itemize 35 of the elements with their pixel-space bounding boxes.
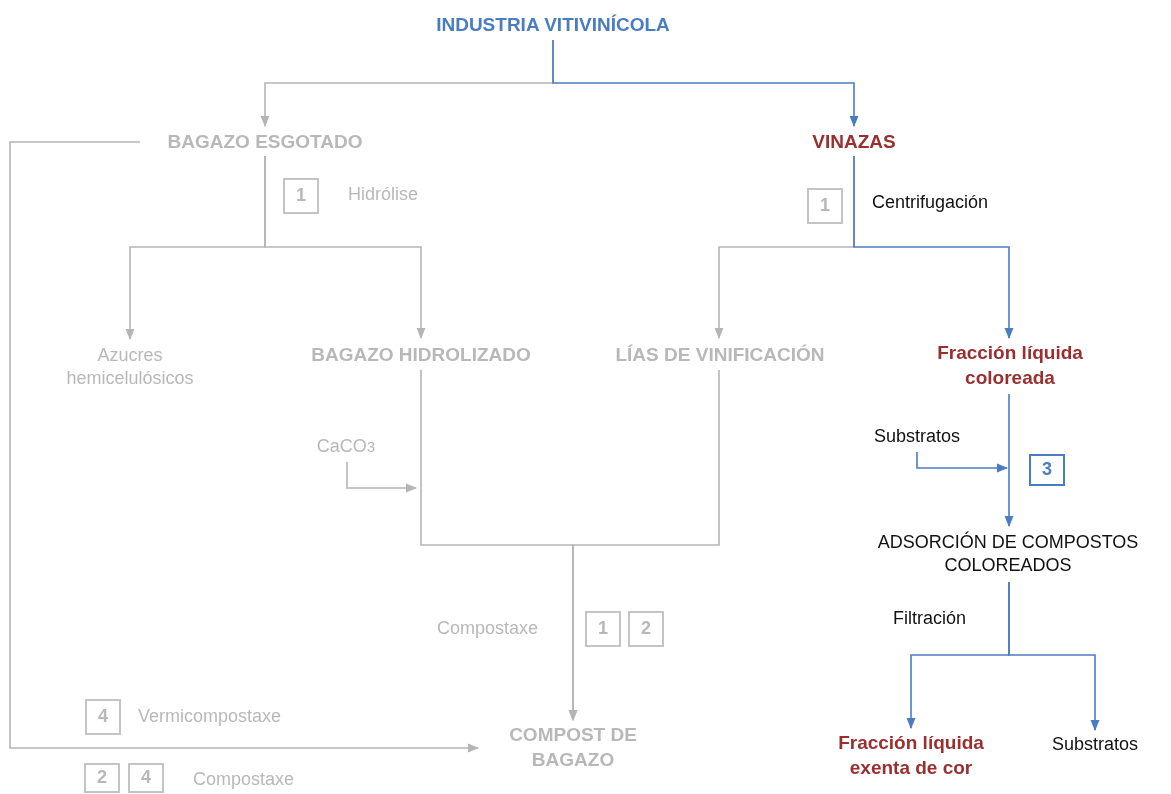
step-name: Compostaxe xyxy=(193,769,295,790)
step-name: Centrifugación xyxy=(872,192,989,213)
arrow xyxy=(346,461,418,493)
step-number: 1 xyxy=(807,188,843,224)
heading: INDUSTRIA VITIVINÍCOLA xyxy=(400,10,706,40)
arrow xyxy=(264,155,426,340)
step-number: 2 xyxy=(628,611,664,647)
step-name: Hidrólise xyxy=(348,184,419,205)
input-label: Substratos xyxy=(858,424,976,450)
arrow xyxy=(853,155,1014,340)
arrow xyxy=(568,369,720,722)
step-number: 4 xyxy=(128,763,164,793)
arrow xyxy=(916,451,1009,473)
product-label: Fracción líquida exenta de cor xyxy=(815,730,1007,782)
arrow xyxy=(9,141,480,753)
process-label: VINAZAS xyxy=(790,128,918,156)
step-name: Filtración xyxy=(893,608,967,629)
product-label: Azucres hemicelulósicos xyxy=(55,341,205,393)
step-number: 4 xyxy=(85,699,121,735)
step-number: 2 xyxy=(84,763,120,793)
product-label: COMPOST DE BAGAZO xyxy=(480,722,666,774)
arrow xyxy=(1008,581,1100,732)
arrow xyxy=(1004,393,1014,528)
process-label: ADSORCIÓN DE COMPOSTOS COLOREADOS xyxy=(845,528,1171,580)
step-number: 3 xyxy=(1029,454,1065,486)
step-name: Compostaxe xyxy=(437,618,539,639)
product-label: Fracción líquida coloreada xyxy=(915,340,1105,392)
process-label: BAGAZO ESGOTADO xyxy=(140,128,390,156)
arrow xyxy=(552,39,859,128)
step-number: 1 xyxy=(283,178,319,214)
product-label: LÍAS DE VINIFICACIÓN xyxy=(595,340,845,370)
step-name: Vermicompostaxe xyxy=(138,706,282,727)
step-number: 1 xyxy=(585,611,621,647)
product-label: BAGAZO HIDROLIZADO xyxy=(290,340,552,370)
product-label: Substratos xyxy=(1035,732,1155,758)
